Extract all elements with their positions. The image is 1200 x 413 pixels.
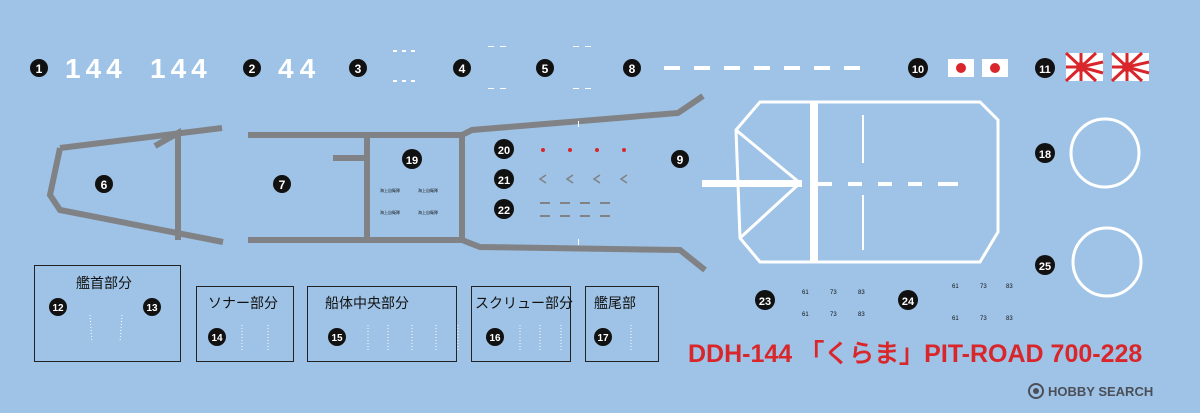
deck-edge-ticks [578,121,579,245]
svg-text:73: 73 [830,312,837,318]
svg-text:20: 20 [498,145,510,157]
section-title-midship: 船体中央部分 [325,296,409,312]
svg-text:6: 6 [101,178,108,192]
gray-dash-marks [540,202,610,217]
section-title-bow: 艦首部分 [76,276,132,292]
svg-text:12: 12 [52,303,64,314]
circle-marking-18 [1069,117,1141,189]
section-title-screw: スクリュー部分 [475,296,573,312]
badge-3: 3 [355,62,362,76]
svg-text:16: 16 [489,333,501,344]
number-badges: 1 2 3 4 5 8 10 11 [30,58,1055,78]
svg-text:61: 61 [952,316,959,322]
svg-text:61: 61 [952,284,959,290]
section-box-screw [471,286,571,362]
svg-text:海上自衛隊: 海上自衛隊 [380,187,400,193]
chevron-marks [538,174,628,184]
deck-badges: 6 7 19 20 21 22 9 [95,139,689,219]
svg-text:73: 73 [980,316,987,322]
section-box-bow [34,265,181,362]
hobby-search-logo-icon [1028,383,1044,399]
section-title-sonar: ソナー部分 [208,296,278,312]
tiny-marks [393,46,591,89]
badge-5: 5 [542,62,549,76]
badge-4: 4 [459,62,466,76]
svg-text:22: 22 [498,205,510,217]
svg-text:13: 13 [146,303,158,314]
section-box-stern [585,286,659,362]
badge-10: 10 [912,64,924,76]
badge-18: 18 [1039,149,1051,161]
deck-outline [46,93,707,273]
small-hull-numbers: 61 73 83 61 73 83 61 73 83 61 73 83 [802,284,1013,322]
svg-text:15: 15 [331,333,343,344]
svg-text:14: 14 [211,333,223,344]
badge-8: 8 [629,62,636,76]
svg-text:海上自衛隊: 海上自衛隊 [418,209,438,215]
section-box-sonar [196,286,294,362]
svg-text:9: 9 [677,153,684,167]
watermark-text: HOBBY SEARCH [1048,384,1154,399]
svg-text:83: 83 [1006,284,1013,290]
badge-1: 1 [36,62,43,76]
svg-text:73: 73 [980,284,987,290]
svg-text:83: 83 [1006,316,1013,322]
hull-number-144-b: 144 [150,53,212,84]
hull-number-144-a: 144 [65,53,127,84]
rising-sun-ensign-icon [1064,51,1150,83]
badge-2: 2 [249,62,256,76]
svg-text:7: 7 [279,178,286,192]
svg-text:海上自衛隊: 海上自衛隊 [380,209,400,215]
badge-23: 23 [759,296,771,308]
svg-text:21: 21 [498,175,510,187]
svg-text:17: 17 [597,333,609,344]
svg-text:61: 61 [802,312,809,318]
section-box-midship [307,286,457,362]
section-badges: 12 13 14 15 16 17 [49,298,612,346]
svg-text:61: 61 [802,290,809,296]
badge-24: 24 [902,296,915,308]
svg-text:19: 19 [406,155,418,167]
japan-flag-icon [948,59,1008,77]
circle-marking-25 [1071,226,1143,298]
badge-25: 25 [1039,261,1051,273]
svg-text:海上自衛隊: 海上自衛隊 [418,187,438,193]
badge-11: 11 [1039,64,1051,76]
hull-title-text: DDH-144 「くらま」PIT-ROAD 700-228 [688,340,1143,368]
flight-deck-outline [734,100,1000,264]
red-marker-dots [541,148,626,152]
section-title-stern: 艦尾部 [594,296,636,312]
hull-number-44: 44 [278,53,321,84]
svg-text:73: 73 [830,290,837,296]
svg-text:83: 83 [858,290,865,296]
deck-centerline-dashes [664,66,860,70]
svg-text:83: 83 [858,312,865,318]
flight-deck-markings [702,102,958,262]
deck-small-text: 海上自衛隊海上自衛隊 海上自衛隊海上自衛隊 [380,187,438,215]
